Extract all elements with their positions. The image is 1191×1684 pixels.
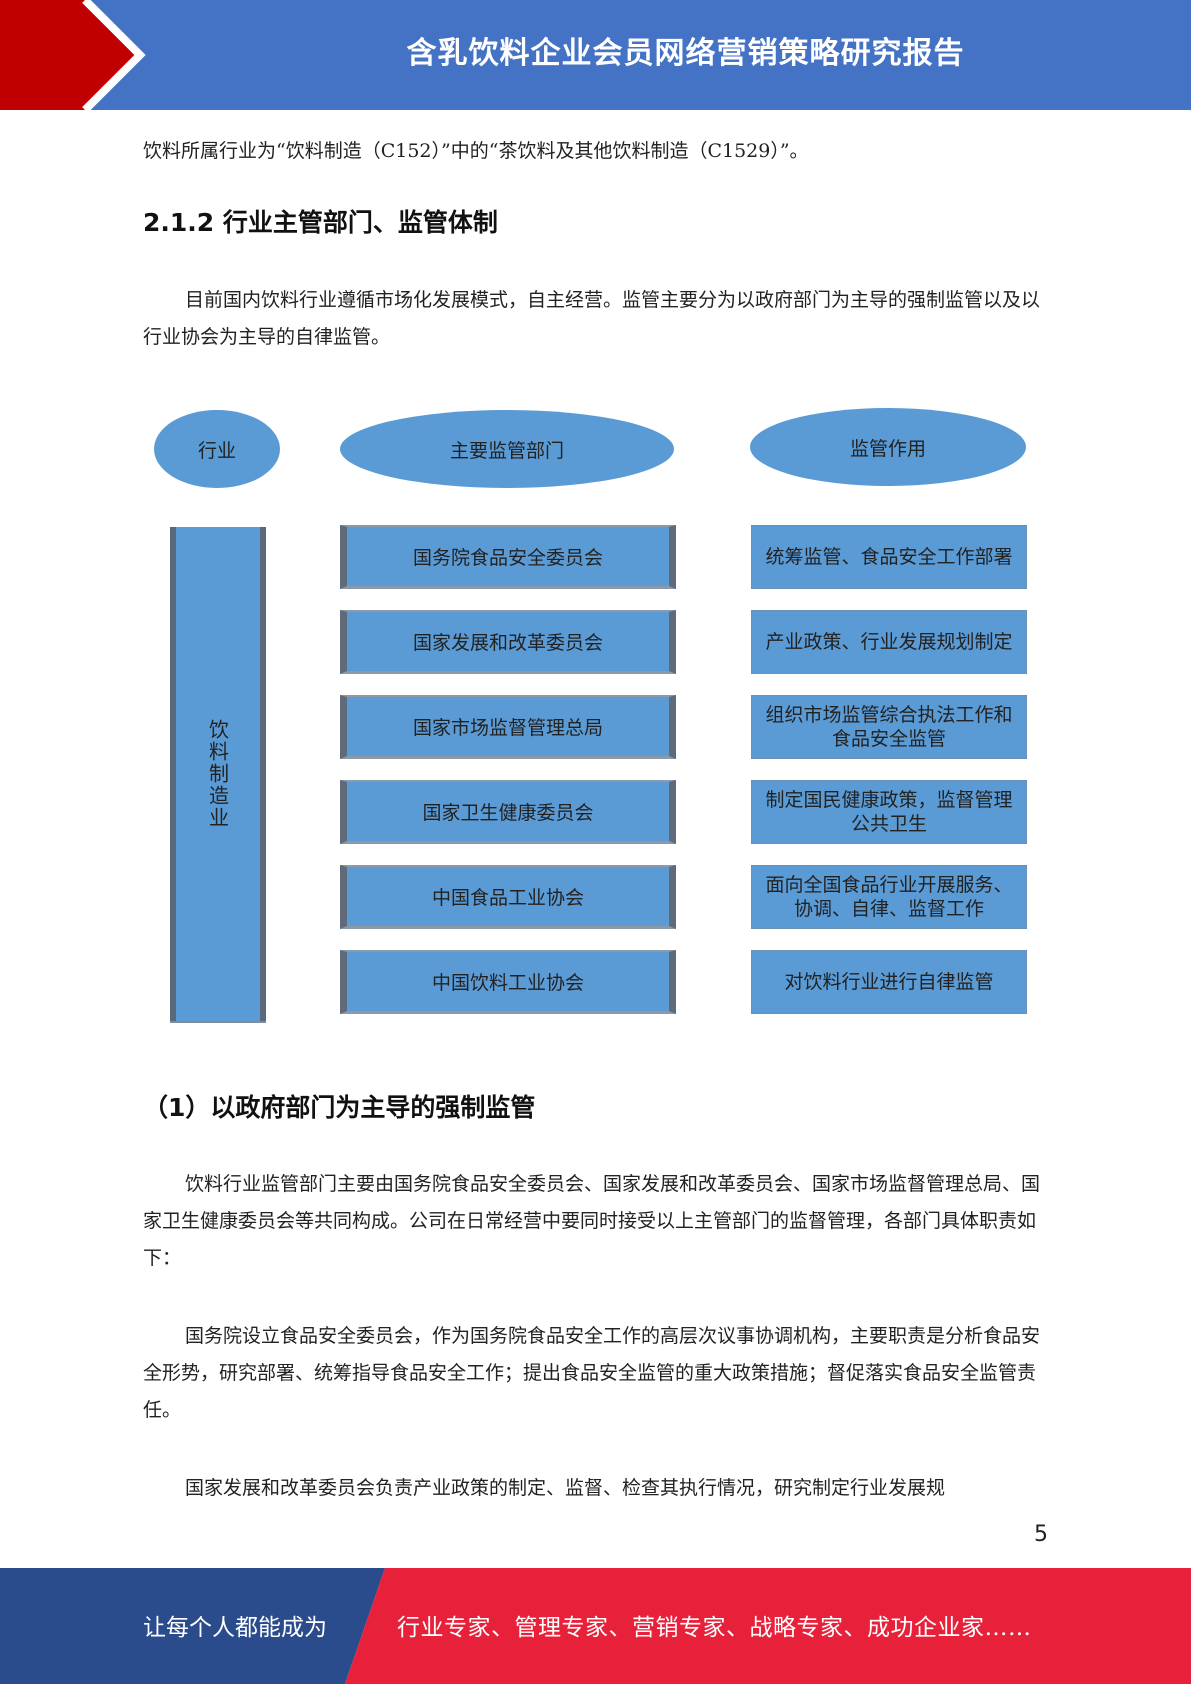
header-industry-ellipse: 行业: [154, 410, 280, 488]
role-box: 统筹监管、食品安全工作部署: [751, 525, 1027, 589]
role-box: 制定国民健康政策，监督管理公共卫生: [751, 780, 1027, 844]
section-1-paragraph-2: 国务院设立食品安全委员会，作为国务院食品安全工作的高层次议事协调机构，主要职责是…: [143, 1325, 1041, 1421]
page-header: 含乳饮料企业会员网络营销策略研究报告: [0, 0, 1191, 110]
footer-banner-decoration: [0, 1568, 1191, 1684]
department-box: 国务院食品安全委员会: [340, 525, 676, 589]
department-box: 中国饮料工业协会: [340, 950, 676, 1014]
department-box: 中国食品工业协会: [340, 865, 676, 929]
role-box: 对饮料行业进行自律监管: [751, 950, 1027, 1014]
regulatory-diagram: 行业 主要监管部门 监管作用 饮料制造业 国务院食品安全委员会 国家发展和改革委…: [150, 405, 1030, 1025]
industry-bar: 饮料制造业: [170, 527, 266, 1021]
section-heading-1: （1）以政府部门为主导的强制监管: [143, 1093, 536, 1122]
role-box: 面向全国食品行业开展服务、协调、自律、监督工作: [751, 865, 1027, 929]
section-heading-2-1-2: 2.1.2 行业主管部门、监管体制: [143, 208, 498, 237]
section-2-1-2-paragraph: 目前国内饮料行业遵循市场化发展模式，自主经营。监管主要分为以政府部门为主导的强制…: [143, 289, 1041, 348]
footer-slogan-right: 行业专家、管理专家、营销专家、战略专家、成功企业家……: [397, 1615, 1032, 1641]
page-number: 5: [1034, 1522, 1048, 1547]
department-box: 国家市场监督管理总局: [340, 695, 676, 759]
report-title: 含乳饮料企业会员网络营销策略研究报告: [406, 36, 965, 71]
industry-label: 饮料制造业: [205, 719, 230, 829]
department-box: 国家发展和改革委员会: [340, 610, 676, 674]
page-footer: 让每个人都能成为 行业专家、管理专家、营销专家、战略专家、成功企业家……: [0, 1568, 1191, 1684]
role-box: 产业政策、行业发展规划制定: [751, 610, 1027, 674]
intro-paragraph: 饮料所属行业为“饮料制造（C152）”中的“茶饮料及其他饮料制造（C1529）”…: [143, 140, 809, 162]
section-1-paragraph-1: 饮料行业监管部门主要由国务院食品安全委员会、国家发展和改革委员会、国家市场监督管…: [143, 1173, 1041, 1269]
footer-slogan-left: 让每个人都能成为: [143, 1615, 327, 1641]
role-box: 组织市场监管综合执法工作和食品安全监管: [751, 695, 1027, 759]
section-1-paragraph-3: 国家发展和改革委员会负责产业政策的制定、监督、检查其执行情况，研究制定行业发展规: [185, 1477, 946, 1499]
header-departments-ellipse: 主要监管部门: [340, 410, 674, 488]
header-arrow-decoration: [0, 0, 146, 110]
department-box: 国家卫生健康委员会: [340, 780, 676, 844]
header-roles-ellipse: 监管作用: [750, 408, 1026, 486]
